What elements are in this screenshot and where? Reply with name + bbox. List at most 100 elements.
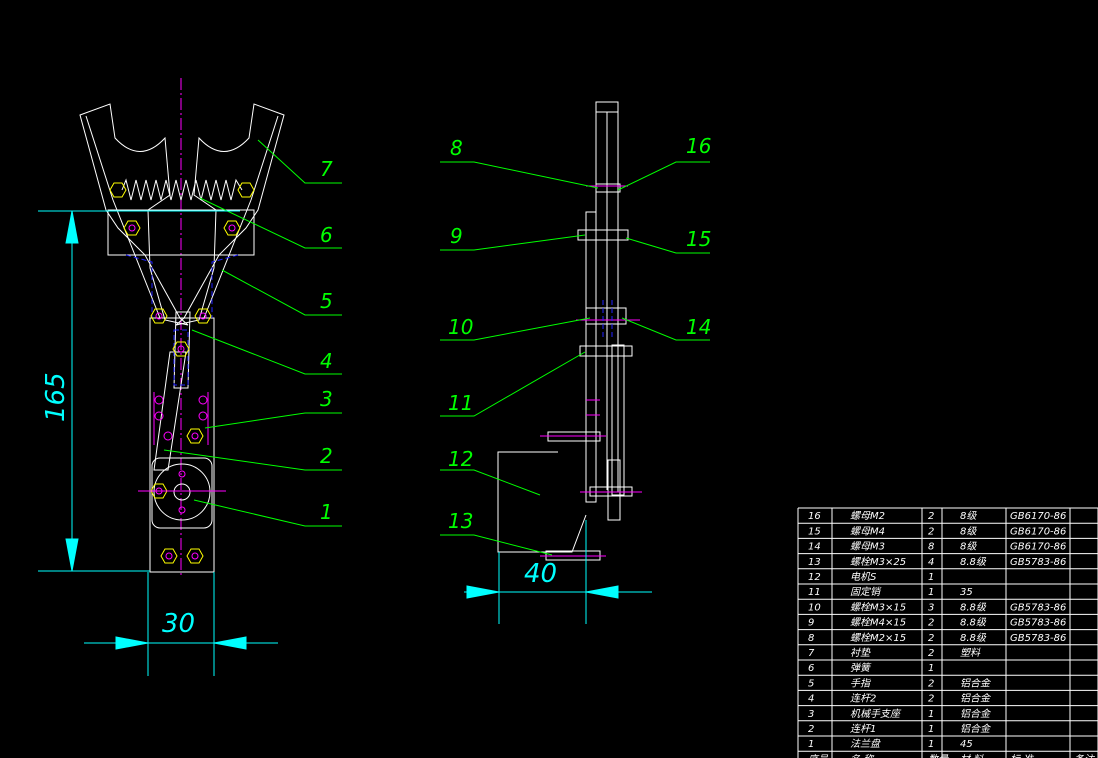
parts-cell: 1 bbox=[808, 739, 814, 750]
front-callouts: 7 6 5 4 3 2 1 bbox=[320, 157, 333, 524]
parts-cell: GB6170-86 bbox=[1010, 526, 1066, 537]
side-callouts-right: 16 15 14 bbox=[686, 134, 711, 339]
parts-header-cell: 材 料 bbox=[960, 753, 984, 758]
parts-cell: 1 bbox=[928, 709, 934, 720]
front-view: 7 6 5 4 3 2 1 165 30 bbox=[38, 78, 342, 676]
parts-cell: 螺母M3 bbox=[850, 541, 885, 553]
side-width-dimension: 40 bbox=[524, 559, 557, 589]
side-callouts-left: 8 9 10 11 12 13 bbox=[448, 136, 473, 533]
parts-cell: 连杆1 bbox=[850, 723, 876, 735]
parts-cell: 1 bbox=[928, 587, 934, 598]
parts-cell: 7 bbox=[808, 648, 815, 659]
callout-label: 2 bbox=[320, 444, 333, 468]
parts-cell: 8级 bbox=[960, 510, 977, 522]
parts-cell: 35 bbox=[960, 587, 973, 598]
parts-cell: GB5783-86 bbox=[1010, 633, 1066, 644]
parts-cell: GB5783-86 bbox=[1010, 602, 1066, 613]
parts-cell: 2 bbox=[928, 526, 934, 537]
parts-cell: 衬垫 bbox=[850, 647, 871, 659]
parts-cell: 2 bbox=[928, 648, 934, 659]
parts-cell: 16 bbox=[808, 511, 821, 522]
parts-cell: 固定销 bbox=[850, 586, 882, 598]
parts-cell: 连杆2 bbox=[850, 693, 876, 705]
parts-cell: GB5783-86 bbox=[1010, 557, 1066, 568]
callout-label: 15 bbox=[686, 227, 711, 251]
parts-cell: GB6170-86 bbox=[1010, 542, 1066, 553]
parts-header-cell: 序号 bbox=[808, 753, 829, 758]
parts-header-cell: 备注 bbox=[1074, 753, 1095, 758]
callout-label: 8 bbox=[450, 136, 463, 160]
parts-cell: 螺母M2 bbox=[850, 510, 885, 522]
parts-cell: 2 bbox=[928, 511, 934, 522]
parts-cell: 机械手支座 bbox=[850, 708, 902, 720]
parts-header-cell: 标 准 bbox=[1010, 753, 1034, 758]
callout-label: 13 bbox=[448, 509, 473, 533]
width-dimension: 30 bbox=[162, 609, 195, 639]
callout-label: 14 bbox=[686, 315, 711, 339]
side-view: 8 9 10 11 12 13 16 15 14 40 bbox=[440, 101, 711, 624]
parts-header-cell: 名 称 bbox=[850, 753, 875, 758]
parts-cell: 2 bbox=[808, 724, 814, 735]
parts-cell: 8.8级 bbox=[960, 632, 987, 644]
parts-cell: 12 bbox=[808, 572, 821, 583]
parts-cell: 2 bbox=[928, 618, 934, 629]
parts-cell: 8级 bbox=[960, 525, 977, 537]
parts-cell: 8级 bbox=[960, 541, 977, 553]
parts-cell: 45 bbox=[960, 739, 973, 750]
parts-cell: 1 bbox=[928, 724, 934, 735]
callout-label: 9 bbox=[450, 224, 463, 248]
callout-label: 5 bbox=[320, 289, 333, 313]
parts-cell: 2 bbox=[928, 694, 934, 705]
parts-cell: 8 bbox=[928, 542, 934, 553]
callout-label: 11 bbox=[448, 391, 473, 415]
parts-cell: 13 bbox=[808, 557, 821, 568]
callout-label: 4 bbox=[320, 349, 333, 373]
parts-cell: 2 bbox=[928, 633, 934, 644]
parts-cell: 1 bbox=[928, 572, 934, 583]
parts-cell: GB6170-86 bbox=[1010, 511, 1066, 522]
callout-label: 3 bbox=[320, 387, 333, 411]
parts-cell: 6 bbox=[808, 663, 814, 674]
parts-cell: 1 bbox=[928, 663, 934, 674]
parts-cell: 弹簧 bbox=[850, 662, 872, 674]
parts-cell: 3 bbox=[928, 602, 934, 613]
parts-cell: 11 bbox=[808, 587, 821, 598]
parts-cell: 5 bbox=[808, 678, 814, 689]
parts-cell: 塑料 bbox=[960, 647, 981, 659]
parts-cell: 1 bbox=[928, 739, 934, 750]
parts-cell: 铝合金 bbox=[960, 708, 992, 720]
parts-cell: 手指 bbox=[850, 677, 872, 689]
parts-cell: 10 bbox=[808, 602, 821, 613]
parts-header-cell: 数量 bbox=[928, 753, 949, 758]
parts-cell: 8.8级 bbox=[960, 617, 987, 629]
parts-cell: 8 bbox=[808, 633, 814, 644]
parts-cell: GB5783-86 bbox=[1010, 618, 1066, 629]
parts-cell: 螺栓M2×15 bbox=[850, 632, 906, 644]
front-fasteners bbox=[109, 182, 255, 564]
parts-cell: 螺栓M4×15 bbox=[850, 617, 906, 629]
parts-cell: 4 bbox=[808, 694, 814, 705]
parts-cell: 铝合金 bbox=[960, 693, 992, 705]
callout-label: 10 bbox=[448, 315, 473, 339]
parts-cell: 4 bbox=[928, 557, 934, 568]
callout-label: 6 bbox=[320, 223, 333, 247]
parts-cell: 法兰盘 bbox=[850, 738, 881, 750]
parts-cell: 电机S bbox=[850, 571, 877, 583]
parts-cell: 螺母M4 bbox=[850, 525, 885, 537]
callout-label: 12 bbox=[448, 447, 473, 471]
parts-cell: 3 bbox=[808, 709, 814, 720]
parts-cell: 14 bbox=[808, 542, 821, 553]
parts-cell: 螺栓M3×15 bbox=[850, 601, 906, 613]
callout-label: 7 bbox=[320, 157, 333, 181]
parts-cell: 9 bbox=[808, 618, 814, 629]
callout-label: 16 bbox=[686, 134, 711, 158]
callout-label: 1 bbox=[320, 500, 333, 524]
parts-cell: 2 bbox=[928, 678, 934, 689]
parts-cell: 8.8级 bbox=[960, 601, 987, 613]
parts-cell: 15 bbox=[808, 526, 821, 537]
height-dimension: 165 bbox=[41, 372, 71, 422]
parts-cell: 螺栓M3×25 bbox=[850, 556, 906, 568]
parts-cell: 铝合金 bbox=[960, 677, 992, 689]
